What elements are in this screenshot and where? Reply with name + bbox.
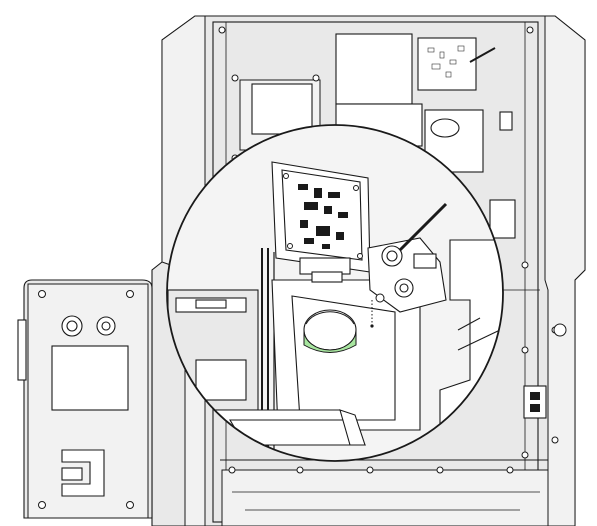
control-panel-icon [17, 279, 153, 519]
side-connector [523, 385, 547, 419]
circuit-board-icon [271, 161, 371, 273]
circuit-board-icon [417, 37, 477, 91]
cable-icon [398, 202, 448, 252]
display-screen [51, 345, 129, 411]
highlight-window [303, 329, 357, 353]
